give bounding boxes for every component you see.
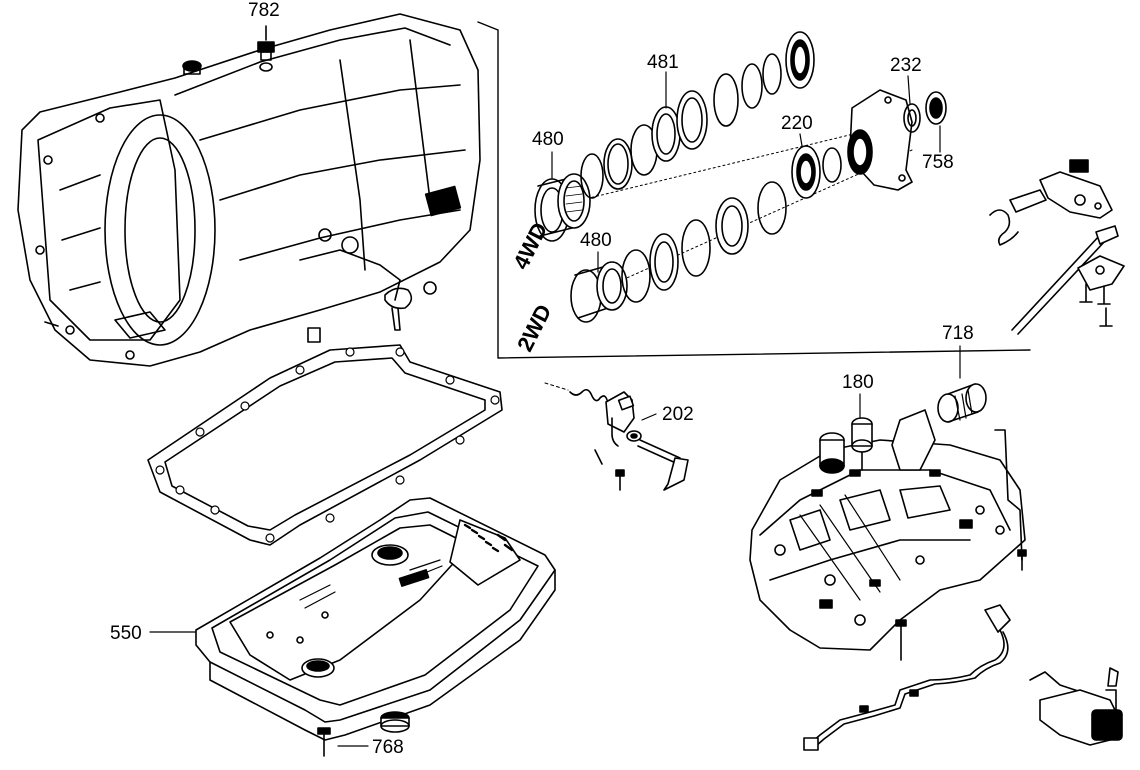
callout-481: 481 xyxy=(647,52,679,73)
callout-220: 220 xyxy=(781,113,813,134)
leaders-stacks xyxy=(551,71,941,273)
transmission-case xyxy=(17,13,481,367)
callout-180: 180 xyxy=(842,372,874,393)
bearing-480-2wd xyxy=(570,261,628,323)
solenoid-180 xyxy=(819,417,873,474)
case-small-parts xyxy=(44,281,437,343)
stack-4wd xyxy=(534,31,871,242)
wiring-harness xyxy=(803,604,1011,751)
callout-782: 782 xyxy=(248,0,280,21)
shift-linkage xyxy=(989,159,1125,335)
divider-bracket xyxy=(477,21,1031,359)
stack-2wd xyxy=(570,89,947,323)
callout-758: 758 xyxy=(922,152,954,173)
valve-body xyxy=(749,383,1027,661)
callout-232: 232 xyxy=(890,55,922,76)
callout-480-upper: 480 xyxy=(532,129,564,150)
solenoid-718 xyxy=(937,383,987,423)
detent-lever-202 xyxy=(544,382,689,491)
callout-718: 718 xyxy=(942,323,974,344)
callout-550: 550 xyxy=(110,623,142,644)
bolt-768 xyxy=(317,727,369,757)
callout-768: 768 xyxy=(372,737,404,758)
drain-plug xyxy=(380,711,410,733)
callout-480-lower: 480 xyxy=(580,230,612,251)
callout-202: 202 xyxy=(662,404,694,425)
part-782-plug xyxy=(257,41,275,72)
temp-sensor xyxy=(1029,667,1123,746)
oil-pan-550 xyxy=(195,497,556,741)
case-plug xyxy=(182,60,202,75)
leaders-valve xyxy=(859,345,961,419)
pan-gasket xyxy=(147,344,503,546)
